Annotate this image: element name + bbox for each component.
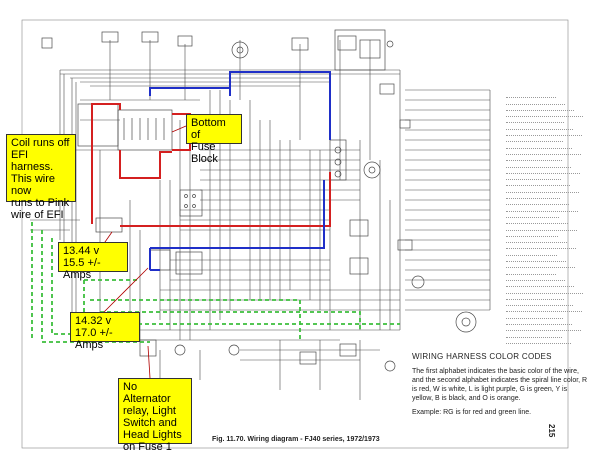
blue-wire-path bbox=[149, 71, 331, 271]
legend-placeholder-line bbox=[506, 199, 569, 206]
legend-placeholder-line bbox=[506, 117, 564, 124]
voltage-reading-callout-1: 13.44 v 15.5 +/- Amps bbox=[58, 242, 128, 281]
amperage-reading-line: 15.5 +/- Amps bbox=[63, 257, 101, 281]
legend-placeholder-line bbox=[506, 161, 571, 168]
schematic-wires bbox=[30, 40, 491, 400]
legend-placeholder-line bbox=[506, 294, 564, 300]
alternator-callout: No Alternator relay, Light Switch and He… bbox=[118, 378, 192, 453]
page-number: 215 bbox=[547, 424, 556, 438]
legend-placeholder-line bbox=[506, 249, 557, 256]
legend-placeholder-line bbox=[506, 212, 559, 218]
legend-placeholder-line bbox=[506, 168, 580, 174]
legend-placeholder-line bbox=[506, 155, 562, 162]
legend-placeholder-line bbox=[506, 287, 583, 294]
legend-placeholder-line bbox=[506, 224, 577, 231]
legend-placeholder-line bbox=[506, 325, 581, 332]
legend-placeholder-line bbox=[506, 312, 563, 319]
legend-placeholder-line bbox=[506, 243, 576, 250]
legend-placeholder-line bbox=[506, 331, 562, 338]
alternator-callout-line: No Alternator bbox=[123, 381, 171, 405]
legend-placeholder-line bbox=[506, 174, 561, 181]
legend-placeholder-line bbox=[506, 205, 578, 212]
legend-placeholder-line bbox=[506, 218, 568, 225]
alternator-callout-line: Head Lights bbox=[123, 429, 182, 441]
figure-caption: Fig. 11.70. Wiring diagram - FJ40 series… bbox=[212, 436, 380, 443]
legend-placeholder-line bbox=[506, 256, 566, 263]
legend-placeholder-line bbox=[506, 92, 556, 99]
page-border bbox=[21, 19, 569, 449]
color-codes-paragraph: The first alphabet indicates the basic c… bbox=[412, 368, 588, 402]
legend-placeholder-line bbox=[506, 123, 573, 130]
legend-placeholder-line bbox=[506, 275, 565, 281]
legend-placeholder-line bbox=[506, 319, 572, 325]
color-codes-heading: WIRING HARNESS COLOR CODES bbox=[412, 352, 552, 361]
coil-callout: Coil runs off EFI harness. This wire now… bbox=[6, 134, 76, 221]
fuse-block-callout-line: Fuse Block bbox=[191, 141, 218, 165]
legend-placeholder-line bbox=[506, 111, 583, 118]
legend-placeholder-line bbox=[506, 105, 574, 111]
alternator-callout-line: relay, Light bbox=[123, 405, 176, 417]
legend-placeholder-line bbox=[506, 98, 565, 105]
legend-placeholder-line bbox=[506, 193, 560, 200]
legend-placeholder-line bbox=[506, 268, 556, 275]
voltage-reading-line: 14.32 v bbox=[75, 315, 112, 327]
legend-placeholder-line bbox=[506, 180, 570, 187]
coil-callout-line: wire of EFI bbox=[11, 209, 64, 221]
coil-callout-line: runs to Pink bbox=[11, 197, 70, 209]
legend-placeholder-line bbox=[506, 306, 582, 313]
schematic-components bbox=[41, 29, 477, 372]
legend-placeholder-line bbox=[506, 231, 558, 237]
amperage-reading-line: 17.0 +/- Amps bbox=[75, 327, 113, 351]
coil-callout-line: This wire now bbox=[11, 173, 56, 197]
legend-placeholder-line bbox=[506, 237, 567, 244]
legend-placeholder-line bbox=[506, 136, 563, 143]
coil-callout-line: EFI harness. bbox=[11, 149, 54, 173]
legend-placeholder-line bbox=[506, 186, 579, 193]
color-codes-example: Example: RG is for red and green line. bbox=[412, 409, 532, 416]
fuse-block-callout: Bottom of Fuse Block bbox=[186, 114, 242, 165]
legend-placeholder-line bbox=[506, 262, 575, 269]
voltage-reading-line: 13.44 v bbox=[63, 245, 100, 257]
legend-placeholder-line bbox=[506, 130, 582, 137]
fuse-block-callout-line: Bottom of bbox=[191, 117, 226, 141]
legend-placeholder-line bbox=[506, 281, 574, 288]
voltage-reading-callout-2: 14.32 v 17.0 +/- Amps bbox=[70, 312, 140, 351]
legend-placeholder-line bbox=[506, 338, 571, 344]
coil-callout-line: Coil runs off bbox=[11, 137, 70, 149]
legend-placeholder-line bbox=[506, 300, 573, 307]
legend-placeholder-line bbox=[506, 149, 581, 155]
alternator-callout-line: Switch and bbox=[123, 417, 177, 429]
color-codes-block: WIRING HARNESS COLOR CODES The first alp… bbox=[412, 352, 588, 422]
alternator-callout-line: on Fuse 1 bbox=[123, 441, 172, 453]
component-legend-list bbox=[506, 92, 584, 344]
legend-placeholder-line bbox=[506, 142, 572, 149]
